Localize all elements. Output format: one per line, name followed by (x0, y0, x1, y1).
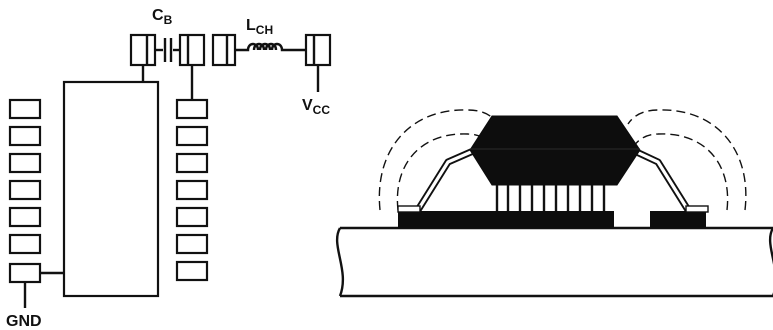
ic-package-body (469, 115, 641, 186)
right-pad (175, 179, 209, 201)
lead-foot-left (397, 205, 421, 213)
vcc-label: VCC (302, 97, 330, 117)
lch-label: LCH (246, 17, 273, 37)
cap-pad-right (178, 33, 206, 67)
left-pad (8, 125, 42, 147)
board-pad-main (398, 211, 614, 228)
package-pins (495, 185, 606, 212)
ic-body (62, 80, 160, 298)
right-pad (175, 206, 209, 228)
board-pad-right (650, 211, 706, 228)
field-lines (378, 109, 747, 211)
gnd-label: GND (6, 313, 42, 330)
left-pad (8, 179, 42, 201)
left-pad (8, 152, 42, 174)
top-component-row (129, 33, 332, 100)
board-substrate (335, 226, 773, 298)
layout-diagram: CB LCH VCC GND (6, 7, 332, 330)
right-pad (175, 152, 209, 174)
right-pad (175, 260, 209, 282)
cb-label: CB (152, 7, 173, 27)
right-pad (175, 233, 209, 255)
right-pad (175, 98, 209, 120)
package-cross-section (335, 109, 773, 298)
left-pad (8, 233, 42, 255)
right-pad-column (175, 98, 209, 282)
left-pad (8, 206, 42, 228)
left-pad (8, 98, 42, 120)
capacitor-cb-symbol (155, 38, 179, 62)
inductor-lch-symbol (235, 42, 306, 52)
inductor-pad-left (211, 33, 237, 67)
gnd-pad (8, 262, 42, 284)
vcc-pad (304, 33, 332, 67)
right-pad (175, 125, 209, 147)
cap-pad-left (129, 33, 157, 67)
left-pad-column (8, 98, 42, 284)
lead-foot-right (685, 205, 709, 213)
